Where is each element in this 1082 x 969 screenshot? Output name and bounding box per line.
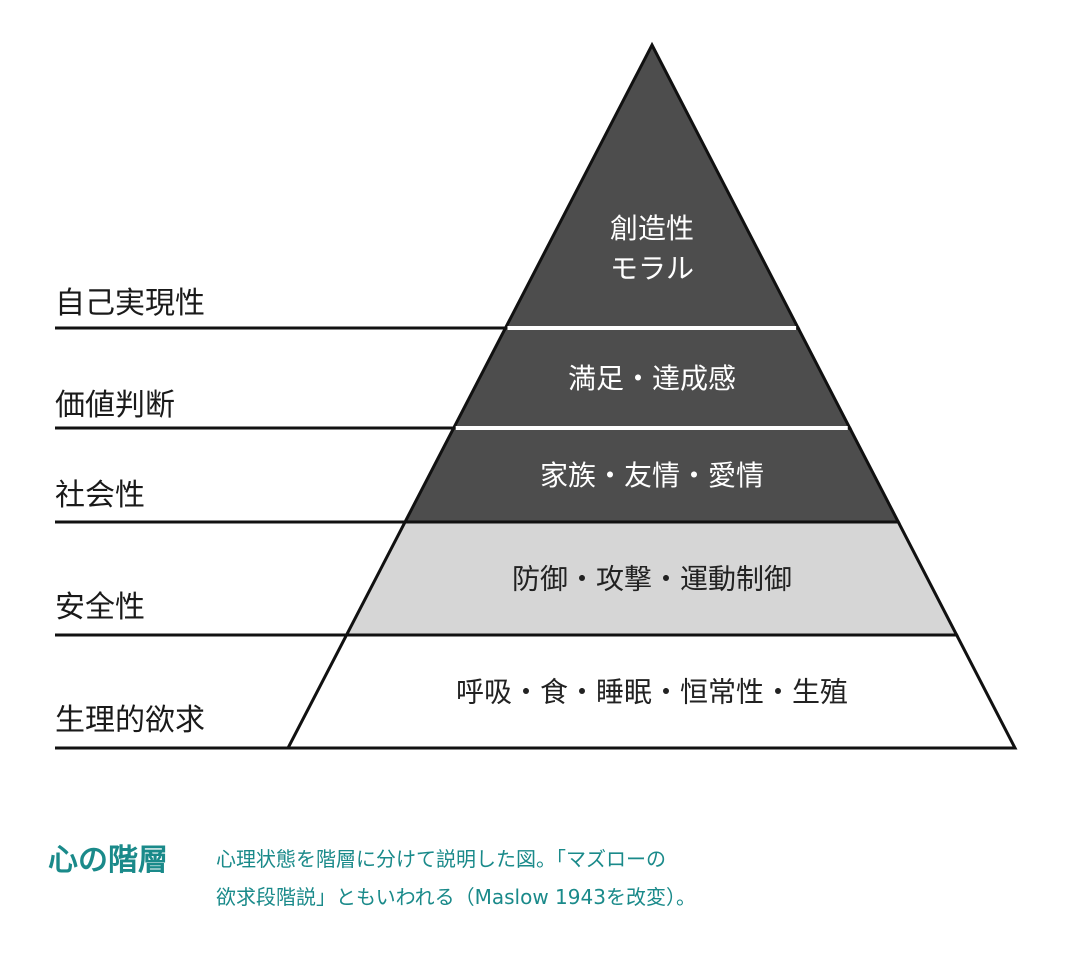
tier-4-text-1: 防御・攻撃・運動制御 <box>512 563 792 596</box>
caption-line-1: 心理状態を階層に分けて説明した図。「マズローの <box>216 847 666 871</box>
side-label-1: 自己実現性 <box>55 286 205 321</box>
side-label-5: 生理的欲求 <box>55 703 205 738</box>
tier-2-text-1: 満足・達成感 <box>568 362 736 395</box>
pyramid-tier-5 <box>285 633 1018 750</box>
tier-3-text-1: 家族・友情・愛情 <box>540 459 764 492</box>
pyramid-tiers <box>285 41 1018 750</box>
tier-5-text-1: 呼吸・食・睡眠・恒常性・生殖 <box>456 676 848 709</box>
figure-caption: 心の階層 心理状態を階層に分けて説明した図。「マズローの 欲求段階説」ともいわれ… <box>48 840 1048 916</box>
caption-title: 心の階層 <box>48 843 168 878</box>
caption-line-2: 欲求段階説」ともいわれる（Maslow 1943を改変）。 <box>216 885 696 909</box>
side-label-2: 価値判断 <box>55 388 175 423</box>
pyramid-tier-1 <box>503 41 801 330</box>
tier-1-text-1: 創造性 <box>610 212 694 245</box>
side-label-4: 安全性 <box>55 590 145 625</box>
side-label-3: 社会性 <box>55 478 145 513</box>
caption-body: 心理状態を階層に分けて説明した図。「マズローの 欲求段階説」ともいわれる（Mas… <box>216 840 696 916</box>
tier-1-text-2: モラル <box>610 252 694 285</box>
pyramid-tier-texts: 創造性モラル満足・達成感家族・友情・愛情防御・攻撃・運動制御呼吸・食・睡眠・恒常… <box>456 212 848 709</box>
pyramid-divider-lines <box>55 326 506 750</box>
